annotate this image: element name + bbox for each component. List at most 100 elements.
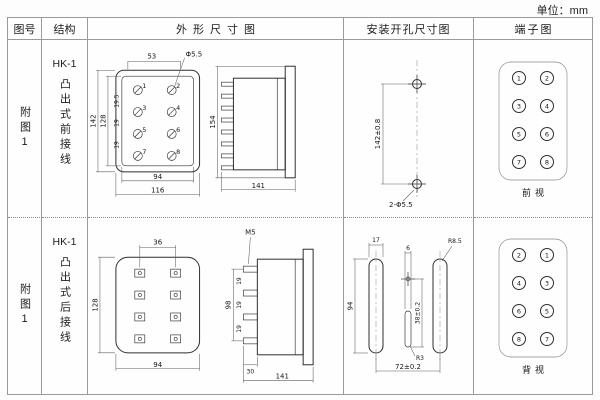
view-label: 背视 (522, 364, 548, 375)
header-mounting: 安装开孔尺寸图 (344, 18, 474, 40)
mounting-drawing-front: 142±0.8 2-Φ5.5 (374, 59, 426, 209)
rear-view (115, 256, 201, 354)
side-view (243, 248, 314, 366)
hole-callout: 2-Φ5.5 (389, 201, 413, 209)
terminal-number: 4 (176, 104, 180, 112)
dim-bottom-inner: 94 (153, 361, 162, 369)
dim-pitch-3: 19 (113, 140, 120, 148)
header-structure: 结构 (42, 18, 88, 40)
dim-top-width: 53 (147, 52, 156, 60)
terminal: 1 (517, 74, 521, 82)
terminal: 4 (517, 280, 521, 288)
dim-pitch-2: 19 (113, 119, 120, 127)
terminal: 8 (517, 336, 521, 344)
dim-center-offset: 38±0.2 (414, 302, 421, 324)
row2-terminal-cell: 2 1 4 3 6 5 8 7 背视 (474, 218, 592, 394)
terminal: 3 (545, 280, 549, 288)
header-outline: 外形尺寸图 (88, 18, 344, 40)
structure-desc: 凸出式后接线 (58, 256, 71, 346)
terminal: 5 (545, 308, 549, 316)
terminal: 3 (517, 102, 521, 110)
mounting-dimensions: 142±0.8 2-Φ5.5 (374, 83, 414, 209)
terminal: 6 (545, 130, 549, 138)
row2-structure: HK-1 凸出式后接线 (42, 218, 88, 394)
outline-drawing-rear: 36 128 94 (91, 228, 314, 383)
mounting-slots (368, 251, 447, 361)
front-view-dimensions: 53 Φ5.5 142 128 19.5 19 19 (89, 50, 203, 197)
dim-center-radius: R3 (416, 355, 424, 362)
terminal: 2 (517, 252, 521, 260)
header-fig-no: 图号 (8, 18, 42, 40)
screw-label: M5 (245, 228, 255, 236)
row1-terminal-cell: 1 2 3 4 5 6 7 8 前视 (474, 40, 592, 218)
terminal-studs (134, 268, 181, 344)
rear-view-dimensions: 36 128 94 (91, 239, 200, 371)
outline-drawing-front: 1 2 3 4 5 6 7 8 53 Φ5.5 (89, 50, 296, 197)
dim-pitch-2: 19 (236, 301, 243, 309)
terminal-number: 7 (142, 147, 146, 155)
side-view (221, 65, 296, 178)
dim-slot-radius: R8.5 (448, 238, 462, 245)
terminal: 1 (545, 252, 549, 260)
row2-fig-no: 附图1 (8, 218, 42, 394)
terminal-number: 5 (142, 125, 146, 133)
terminal-number: 3 (142, 104, 146, 112)
terminal-number: 6 (176, 125, 180, 133)
terminal-screws (132, 84, 177, 161)
dim-horizontal-pitch: 72±0.2 (395, 363, 421, 371)
model-label: HK-1 (52, 58, 77, 70)
view-label: 前视 (522, 187, 548, 198)
terminal-circles: 1 2 3 4 5 6 7 8 (512, 70, 554, 169)
mounting-holes (407, 74, 426, 193)
terminal: 2 (545, 74, 549, 82)
dim-bottom-inner: 94 (153, 172, 162, 180)
dim-pitch-1: 19.5 (113, 94, 120, 107)
dim-pitch-1: 19 (236, 277, 243, 285)
dim-side-depth: 141 (252, 181, 265, 189)
terminal-number: 2 (176, 82, 180, 90)
dim-pin-span: 98 (224, 301, 232, 310)
dim-pin-depth: 30 (247, 369, 255, 376)
terminal-circles: 2 1 4 3 6 5 8 7 (512, 248, 554, 346)
terminal-number: 8 (176, 147, 180, 155)
terminal: 6 (517, 308, 521, 316)
terminal-diagram-front: 1 2 3 4 5 6 7 8 前视 (498, 61, 568, 198)
dim-side-depth: 141 (276, 373, 289, 381)
row2-outline-cell: 36 128 94 (88, 218, 344, 394)
front-view: 1 2 3 4 5 6 7 8 (115, 69, 201, 172)
dim-height-inner: 128 (91, 298, 99, 311)
terminal: 7 (545, 336, 549, 344)
row2-mounting-cell: 17 6 R8.5 94 38±0.2 (344, 218, 474, 394)
dim-bottom-outer: 116 (151, 186, 164, 194)
dim-pitch-3: 19 (236, 325, 243, 333)
dim-center-hole: 6 (406, 245, 410, 252)
terminal: 8 (545, 158, 549, 166)
row1-mounting-cell: 142±0.8 2-Φ5.5 (344, 40, 474, 218)
dim-slot-length: 94 (346, 301, 354, 310)
side-view-dimensions: 154 141 (209, 65, 296, 192)
terminal-numbers: 1 2 3 4 5 6 7 8 (142, 82, 180, 156)
fig-no-label: 附图1 (18, 105, 31, 152)
dimension-table: 图号 结构 外形尺寸图 安装开孔尺寸图 端子图 附图1 HK-1 凸出式前接线 (7, 17, 593, 395)
dim-height-inner: 128 (99, 114, 107, 127)
mounting-dimensions: 17 6 R8.5 94 38±0.2 (346, 237, 461, 373)
dim-height-outer: 142 (89, 114, 97, 127)
terminal: 5 (517, 130, 521, 138)
side-view-dimensions: M5 98 19 19 19 30 141 (224, 228, 314, 383)
dim-vertical-pitch: 142±0.8 (374, 118, 382, 148)
dim-hole-dia: Φ5.5 (186, 50, 203, 58)
dim-slot-width: 17 (372, 237, 380, 244)
terminal: 4 (545, 102, 549, 110)
structure-desc: 凸出式前接线 (58, 78, 71, 168)
dim-top-width: 36 (153, 239, 162, 247)
fig-no-label: 附图1 (18, 283, 31, 329)
mounting-drawing-rear: 17 6 R8.5 94 38±0.2 (346, 237, 461, 373)
dim-side-height: 154 (209, 114, 217, 128)
row1-fig-no: 附图1 (8, 40, 42, 218)
model-label: HK-1 (52, 236, 77, 248)
terminal-number: 1 (142, 82, 146, 90)
header-terminal: 端子图 (474, 18, 592, 40)
row1-structure: HK-1 凸出式前接线 (42, 40, 88, 218)
row1-outline-cell: 1 2 3 4 5 6 7 8 53 Φ5.5 (88, 40, 344, 218)
